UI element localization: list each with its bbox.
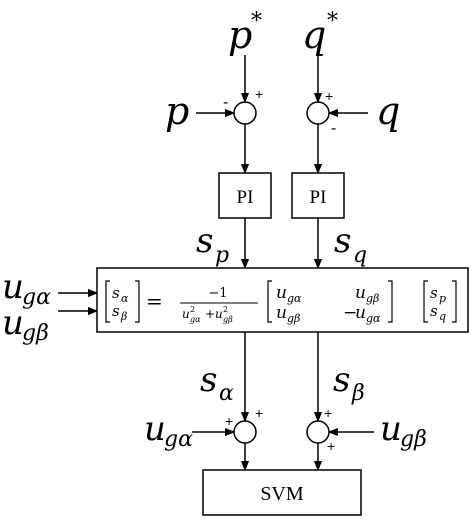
u-ga-add-label: u xyxy=(144,409,166,449)
s-beta-label: s xyxy=(333,360,350,400)
rhs-bracket-right xyxy=(452,280,457,323)
den-u2: u xyxy=(215,307,223,321)
u-ga-input-sub: gα xyxy=(22,285,51,310)
u-gb-input-label: u xyxy=(2,303,24,343)
matrix-m12: u xyxy=(355,283,366,303)
alpha-summer-left-plus: + xyxy=(225,413,233,429)
s-q-sub: q xyxy=(353,243,367,268)
u-ga-input-label: u xyxy=(2,267,24,307)
matrix-m22-sub: gα xyxy=(366,312,381,325)
p-ref-label: p xyxy=(228,13,252,57)
q-error-summer xyxy=(306,101,330,125)
pi-q-label: PI xyxy=(310,187,327,208)
q-summer-plus: + xyxy=(325,88,333,104)
lhs-s-alpha-sub: α xyxy=(121,292,129,305)
den-u1: u xyxy=(182,307,190,321)
svm-block xyxy=(202,469,362,516)
matrix-m22-sign: − xyxy=(343,303,357,323)
rhs-s-q: s xyxy=(430,302,438,320)
den-u2-sub: gβ xyxy=(223,315,233,324)
p-meas-label: p xyxy=(165,89,189,133)
q-ref-label: q xyxy=(302,13,326,57)
u-gb-input-sub: gβ xyxy=(22,321,49,346)
matrix-m11-sub: gα xyxy=(287,292,302,305)
rhs-s-p-sub: p xyxy=(439,292,446,305)
den-u2-sup: 2 xyxy=(223,305,228,314)
s-p-sub: p xyxy=(215,243,229,268)
matrix-bracket-left xyxy=(267,280,272,323)
q-meas-label: q xyxy=(376,89,400,133)
p-summer-minus: - xyxy=(223,94,228,111)
matrix-m21: u xyxy=(276,303,287,323)
switching-function-block xyxy=(96,267,469,333)
lhs-s-alpha: s xyxy=(112,284,120,302)
switching-equation: s α s β = −1 u 2 gα + u 2 gβ u gα u gβ u… xyxy=(105,280,457,325)
u-gb-add-label: u xyxy=(380,409,402,449)
u-gb-add-sub: gβ xyxy=(400,427,427,452)
rhs-s-p: s xyxy=(430,284,438,302)
u-ga-add-sub: gα xyxy=(164,427,193,452)
matrix-bracket-right xyxy=(388,280,393,323)
den-u1-sup: 2 xyxy=(190,305,195,314)
lhs-s-beta: s xyxy=(112,302,120,320)
s-beta-sub: β xyxy=(351,381,365,406)
matrix-m21-sub: gβ xyxy=(287,312,300,325)
alpha-summer xyxy=(233,420,257,444)
q-ref-star: * xyxy=(327,9,338,34)
s-alpha-sub: α xyxy=(219,381,234,406)
s-q-label: s xyxy=(334,221,351,261)
s-alpha-label: s xyxy=(200,360,217,400)
matrix-m22: u xyxy=(355,303,366,323)
s-p-label: s xyxy=(196,221,213,261)
lhs-bracket-right xyxy=(135,280,140,323)
p-summer-plus: + xyxy=(255,86,263,102)
pi-p-label: PI xyxy=(237,187,254,208)
beta-summer xyxy=(306,420,330,444)
beta-summer-bottom-plus: + xyxy=(327,438,335,454)
fraction-numerator: −1 xyxy=(208,286,227,301)
lhs-s-beta-sub: β xyxy=(120,310,127,323)
rhs-bracket-left xyxy=(423,280,428,323)
matrix-m12-sub: gβ xyxy=(366,292,379,305)
den-plus: + xyxy=(205,307,215,321)
matrix-m11: u xyxy=(276,283,287,303)
q-summer-minus: - xyxy=(331,120,336,137)
equals-sign: = xyxy=(146,289,163,313)
rhs-s-q-sub: q xyxy=(439,310,446,323)
beta-summer-top-plus: + xyxy=(324,405,332,421)
p-ref-star: * xyxy=(251,9,262,34)
lhs-bracket-left xyxy=(105,280,110,323)
svm-label: SVM xyxy=(260,483,304,505)
den-u1-sub: gα xyxy=(190,315,201,324)
p-error-summer xyxy=(233,101,257,125)
alpha-summer-top-plus: + xyxy=(255,405,263,421)
